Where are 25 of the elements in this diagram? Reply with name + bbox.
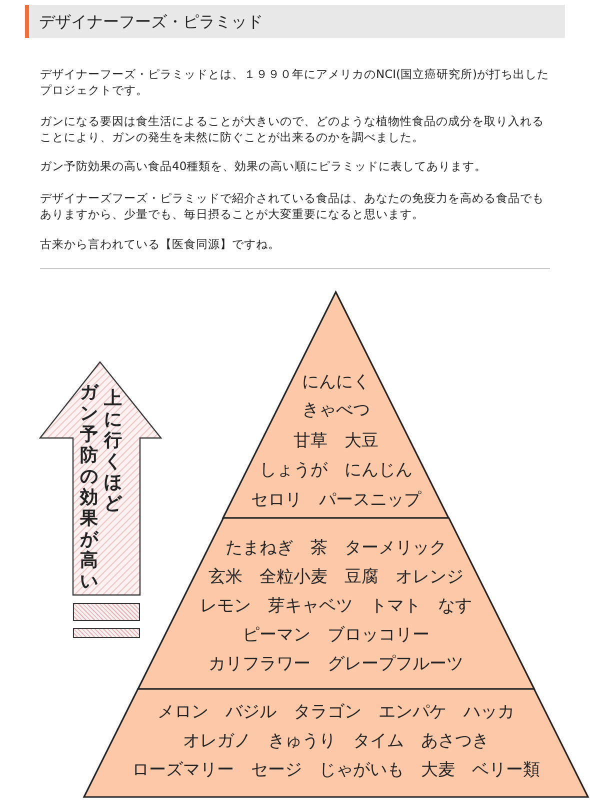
heading-bar: デザイナーフーズ・ピラミッド xyxy=(25,5,565,38)
up-arrow xyxy=(39,361,162,596)
food-list: セロリ パースニップ xyxy=(250,489,421,511)
pyramid-tier xyxy=(138,518,534,689)
paragraph: ガン予防効果の高い食品40種類を、効果の高い順にピラミッドに表してあります。 xyxy=(40,158,488,174)
food-list: カリフラワー グレープフルーツ xyxy=(208,653,464,675)
food-list: きゃべつ xyxy=(302,399,370,421)
food-list: 甘草 大豆 xyxy=(293,430,378,452)
food-list: ピーマン ブロッコリー xyxy=(242,624,430,646)
paragraph: デザイナーズフーズ・ピラミッドで紹介されている食品は、あなたの免疫力を高める食品でもありますから、少量でも、毎日摂ることが大変重要になると思います。 xyxy=(40,190,545,222)
paragraph: 古来から言われている【医食同源】ですね。 xyxy=(40,236,281,252)
pyramid-tier xyxy=(223,292,449,518)
food-list: たまねぎ 茶 ターメリック xyxy=(225,537,446,559)
arrow-text: ガン予防の効果が高い xyxy=(78,382,100,592)
food-list: レモン 芽キャベツ トマト なす xyxy=(200,595,472,617)
pyramid-tier xyxy=(84,689,588,797)
food-list: しょうが にんじん xyxy=(259,459,412,481)
food-list: 玄米 全粒小麦 豆腐 オレンジ xyxy=(208,566,464,588)
arrow-text: 上に行くほど xyxy=(102,388,124,514)
food-list: にんにく xyxy=(302,371,370,393)
food-list: メロン バジル タラゴン エンパケ ハッカ xyxy=(158,701,514,723)
paragraph: ガンになる要因は食生活によることが大きいので、どのような植物性食品の成分を取り入れることにより、ガンの発生を未然に防ぐことが出来るのかを調べました。 xyxy=(40,113,545,145)
food-list: ローズマリー セージ じゃがいも 大麦 ベリー類 xyxy=(132,759,540,781)
food-list: オレガノ きゅうり タイム あさつき xyxy=(183,730,489,752)
paragraph: デザイナーフーズ・ピラミッドとは、１９９０年にアメリカのNCI(国立癌研究所)が打ち出したプロジェクトです。 xyxy=(40,66,550,98)
